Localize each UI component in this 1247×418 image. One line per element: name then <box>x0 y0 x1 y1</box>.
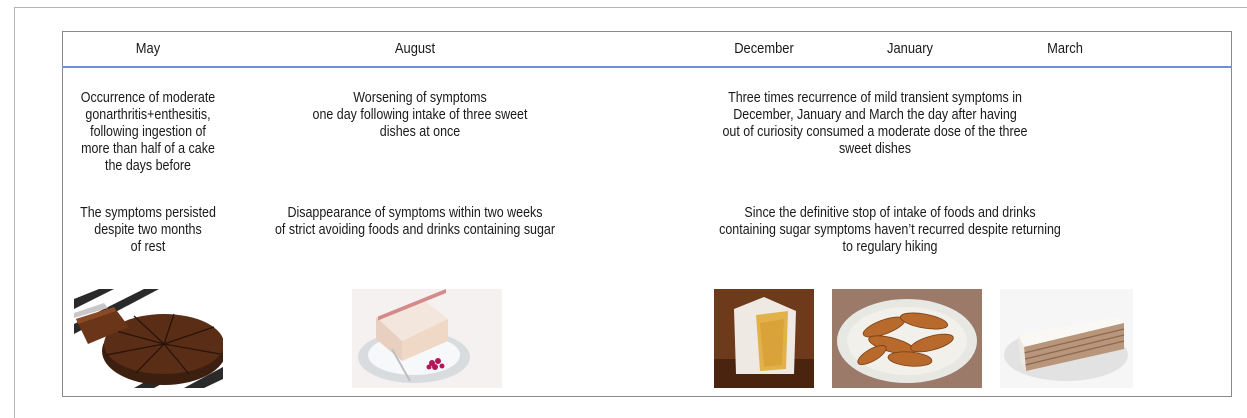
month-march: March <box>1047 40 1083 57</box>
month-august: August <box>394 40 436 57</box>
layer-cake-slice-photo <box>352 289 502 388</box>
event-august-resolution: Disappearance of symptoms within two wee… <box>274 205 556 238</box>
month-january: January <box>887 40 933 57</box>
cream-torte-slice-photo <box>1000 289 1133 388</box>
event-may-persist: The symptoms persisted despite two month… <box>80 205 216 255</box>
sponge-cake-photo <box>714 289 814 388</box>
event-final-outcome: Since the definitive stop of intake of f… <box>719 205 1061 255</box>
pastry-plate-photo <box>832 289 982 388</box>
timeline-frame <box>62 31 1232 397</box>
event-august-worsening: Worsening of symptoms one day following … <box>312 90 528 140</box>
header-divider <box>62 66 1232 68</box>
chocolate-cake-photo <box>74 289 223 388</box>
event-may-onset: Occurrence of moderate gonarthritis+enth… <box>80 90 216 174</box>
outer-border-top <box>14 7 1247 8</box>
event-winter-recurrence: Three times recurrence of mild transient… <box>722 90 1028 157</box>
outer-border-left <box>14 7 15 418</box>
month-december: December <box>734 40 794 57</box>
month-may: May <box>135 40 161 57</box>
